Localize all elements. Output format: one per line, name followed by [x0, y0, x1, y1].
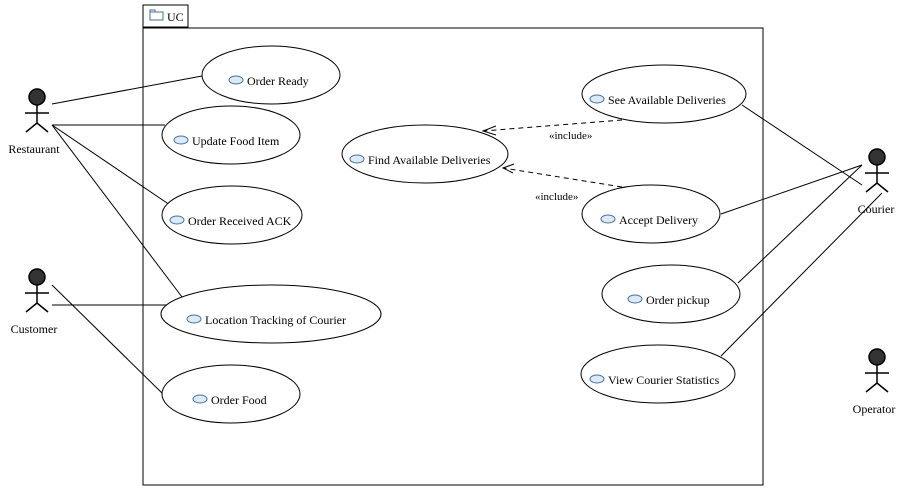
actor-customer[interactable]: [25, 268, 49, 313]
use-case-icon: [169, 215, 185, 225]
use-case-label: View Courier Statistics: [608, 373, 720, 387]
actor-label-operator: Operator: [853, 402, 896, 416]
actor-label-customer: Customer: [11, 322, 58, 336]
actor-restaurant[interactable]: [25, 88, 49, 133]
association-courier-pickup: [737, 164, 863, 284]
include-arrowhead-1: [481, 125, 497, 136]
actor-label-restaurant: Restaurant: [8, 142, 60, 156]
actor-head: [28, 88, 46, 106]
use-case-label: See Available Deliveries: [608, 93, 726, 107]
use-case-label: Find Available Deliveries: [368, 153, 491, 167]
use-case-icon: [173, 135, 189, 145]
association-restaurant-location: [51, 124, 183, 298]
actor-head: [868, 348, 886, 366]
use-case-location-tracking[interactable]: Location Tracking of Courier: [160, 284, 382, 344]
actor-label-courier: Courier: [858, 202, 895, 216]
associations: [51, 75, 883, 395]
association-customer-order-food: [51, 284, 164, 395]
use-case-icon: [589, 374, 605, 384]
actor-head: [28, 268, 46, 286]
use-case-see-available-deliveries[interactable]: See Available Deliveries: [581, 64, 747, 124]
include-line-2: [502, 167, 623, 188]
use-case-icon: [589, 94, 605, 104]
use-case-label: Accept Delivery: [619, 213, 698, 227]
use-case-icon: [627, 294, 643, 304]
use-case-order-received-ack[interactable]: Order Received ACK: [161, 185, 303, 245]
association-courier-accept: [720, 164, 863, 215]
use-case-view-courier-statistics[interactable]: View Courier Statistics: [580, 344, 736, 404]
include-label-2: «include»: [535, 191, 578, 203]
actor-courier[interactable]: [865, 148, 889, 193]
use-case-icon: [349, 154, 365, 164]
association-restaurant-order-ack: [51, 124, 171, 206]
use-case-accept-delivery[interactable]: Accept Delivery: [581, 184, 721, 244]
use-case-update-food-item[interactable]: Update Food Item: [161, 105, 301, 165]
association-courier-statistics: [720, 192, 883, 357]
use-case-icon: [600, 214, 616, 224]
use-case-order-pickup[interactable]: Order pickup: [601, 264, 741, 324]
use-case-label: Location Tracking of Courier: [205, 313, 346, 327]
package-label: UC: [167, 10, 184, 24]
include-arrowhead-2: [501, 163, 515, 174]
use-case-order-food[interactable]: Order Food: [161, 364, 301, 424]
use-case-icon: [186, 314, 202, 324]
use-case-label: Order pickup: [646, 293, 710, 307]
use-case-label: Update Food Item: [192, 134, 280, 148]
use-case-label: Order Food: [211, 393, 267, 407]
use-case-icon: [192, 394, 208, 404]
include-relations: [481, 119, 623, 188]
actor-operator[interactable]: [865, 348, 889, 393]
association-restaurant-order-ready: [51, 75, 203, 105]
use-case-label: Order Ready: [247, 74, 309, 88]
actor-head: [868, 148, 886, 166]
use-case-order-ready[interactable]: Order Ready: [201, 45, 341, 105]
use-case-label: Order Received ACK: [188, 214, 292, 228]
use-case-icon: [228, 75, 244, 85]
include-label-1: «include»: [549, 130, 592, 142]
use-case-find-available-deliveries[interactable]: Find Available Deliveries: [341, 124, 509, 184]
folder-icon: [149, 9, 164, 21]
